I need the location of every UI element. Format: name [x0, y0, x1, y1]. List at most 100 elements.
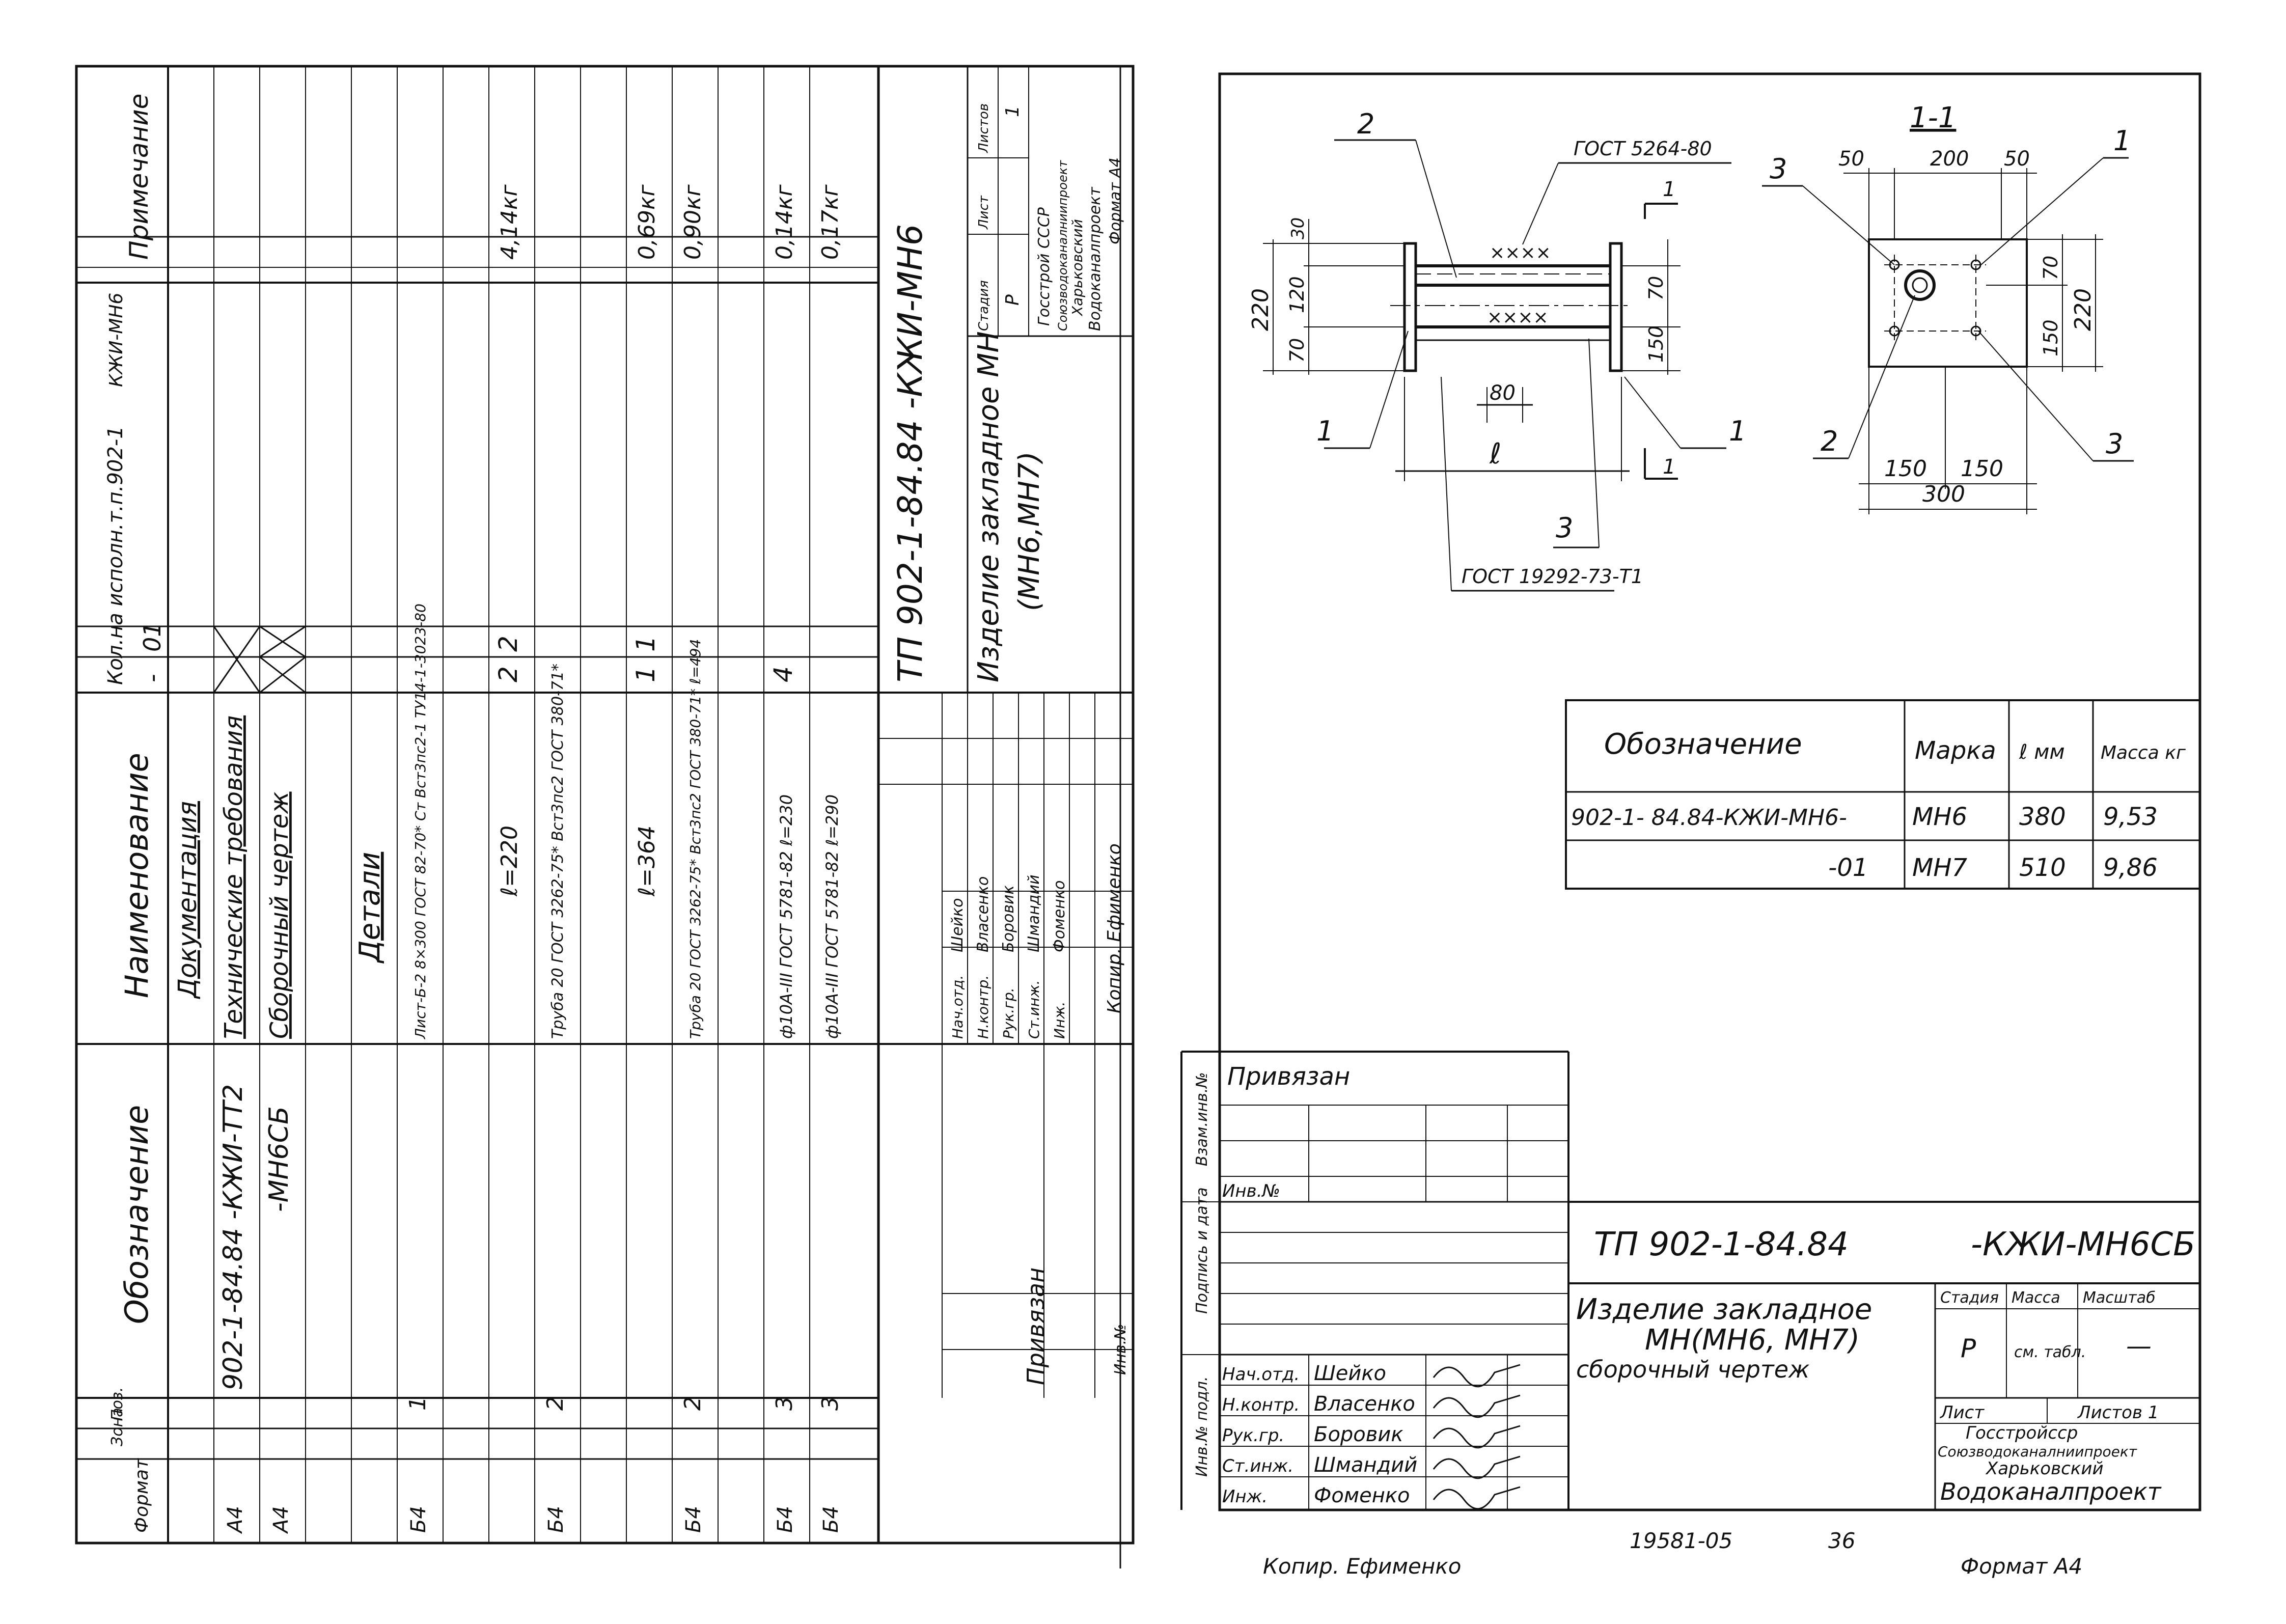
stamp-inv-no: Инв.№	[1222, 1181, 1280, 1201]
spec-org-4: Водоканалпроект	[1086, 186, 1104, 331]
spec-org-1: Госстрой СССР	[1035, 207, 1053, 326]
marks-header-mark: Марка	[1915, 736, 1996, 765]
pos-1-left-label: 1	[1316, 415, 1334, 447]
specification-sheet: Формат Зона Поз. Обозначение Наименовани…	[75, 65, 1135, 1545]
pos-3-front-label: 3	[1556, 512, 1573, 544]
sig-name: Шейко	[949, 898, 967, 952]
kzhi-col-label: КЖИ-МН6	[106, 293, 127, 387]
marks-cell: -01	[1828, 854, 1868, 882]
spec-name-1: Изделие закладное МН	[972, 331, 1005, 682]
sig-role: Ст.инж.	[1026, 980, 1042, 1039]
marks-header-mass: Масса кг	[2101, 742, 2186, 763]
r3-pos: 2	[680, 1396, 706, 1411]
front-view: ×××× ××××	[1390, 242, 1630, 372]
section-mark-bottom: 1	[1663, 455, 1675, 479]
marks-table: Обозначение Марка ℓ мм Масса кг 902-1- 8…	[1565, 699, 2201, 890]
stamp-code: ТП 902-1-84.84	[1594, 1226, 1849, 1263]
dim-70-left: 70	[1286, 338, 1308, 363]
stamp-mass-hdr: Масса	[2012, 1289, 2060, 1307]
qty-col-label: Кол.на исполн.т.п.902-1	[104, 426, 127, 685]
spec-sheets: 1	[1002, 105, 1023, 117]
stamp-title-1: Изделие закладное	[1576, 1293, 1872, 1326]
sig-name: Фоменко	[1051, 880, 1068, 952]
dim-150-bottom-right: 150	[1961, 456, 2003, 482]
dim-150-right: 150	[1645, 325, 1667, 363]
r2-pos: 2	[542, 1396, 568, 1411]
front-view-dimensions: 220 30 120 70 70 150 80 ℓ	[1248, 217, 1681, 481]
stamp-sheets: Листов 1	[2077, 1402, 2159, 1423]
variant-dash: -	[139, 674, 166, 682]
sig-name: Боровик	[1000, 885, 1017, 952]
pos-3-section-bottom: 3	[2106, 428, 2123, 460]
marks-cell: МН6	[1912, 803, 1967, 831]
r2-qty1: 1	[631, 666, 660, 682]
r2-qty2: 1	[631, 636, 660, 652]
spec-privyazan: Привязан	[1022, 1268, 1050, 1385]
sb-format: А4	[269, 1506, 293, 1534]
pos-2-label: 2	[1357, 108, 1374, 140]
dim-220-section: 220	[2070, 288, 2096, 331]
sig-name: Власенко	[1314, 1392, 1415, 1416]
marks-cell: 510	[2019, 854, 2066, 882]
zone-col-label: Зона	[108, 1408, 126, 1446]
stamp-org-4: Водоканалпроект	[1940, 1478, 2162, 1505]
stamp-title-2: МН(МН6, МН7)	[1645, 1324, 1860, 1357]
r1-qty1: 2	[493, 666, 523, 682]
dim-70-section: 70	[2040, 256, 2062, 280]
section-plate	[1868, 238, 2028, 368]
marks-cell: МН7	[1912, 854, 1968, 882]
section-mark-top: 1	[1663, 178, 1675, 201]
sig-role: Ст.инж.	[1222, 1456, 1293, 1476]
stamp-org-1: Госстройсср	[1966, 1423, 2078, 1443]
marks-header-designation: Обозначение	[1604, 728, 1802, 761]
attachment-grid: Привязан Инв.№ Взам.инв.№ Подпись и дата…	[1180, 1051, 1569, 1510]
weld-marks-bottom: ××××	[1487, 307, 1549, 328]
footer-format: Формат А4	[1961, 1554, 2082, 1579]
sig-role: Рук.гр.	[1222, 1425, 1284, 1446]
sig-name: Шейко	[1314, 1362, 1386, 1385]
stamp-stage-hdr: Стадия	[1940, 1289, 1999, 1307]
r3-format: Б4	[682, 1506, 705, 1533]
sig-role: Н.контр.	[975, 975, 991, 1039]
side-strip-2: Подпись и дата	[1193, 1188, 1211, 1314]
pos-1-section: 1	[2113, 125, 2131, 157]
r2b-name: ℓ=364	[634, 825, 660, 897]
stamp-scale-hdr: Масштаб	[2083, 1289, 2156, 1307]
section-title: 1-1	[1910, 101, 1956, 134]
spec-header: Формат Зона Поз. Обозначение Наименовани…	[104, 94, 166, 1533]
marks-cell: 9,53	[2103, 803, 2158, 831]
name-col-label: Наименование	[118, 753, 155, 998]
variant-01: 01	[139, 622, 166, 652]
dim-length: ℓ	[1489, 437, 1501, 471]
stamp-title-3: сборочный чертеж	[1576, 1356, 1810, 1383]
tt-format: А4	[224, 1506, 247, 1534]
dim-50-left: 50	[1838, 147, 1864, 171]
r1-name: Лист-Б-2 8×300 ГОСТ 82-70* Ст Вст3пс2-1 …	[412, 603, 429, 1039]
r5-note: 0,17кг	[817, 184, 843, 260]
sb-designation: -МН6СБ	[264, 1106, 294, 1212]
spec-code: ТП 902-1-84.84 -КЖИ-МН6	[891, 224, 930, 682]
spec-sheets-hdr: Листов	[976, 103, 991, 153]
footer-number: 19581-05	[1630, 1528, 1732, 1553]
dim-300: 300	[1922, 481, 1965, 507]
stamp-code-2: -КЖИ-МН6СБ	[1971, 1226, 2195, 1263]
r1-format: Б4	[407, 1506, 430, 1533]
pos-2-section: 2	[1821, 425, 1838, 457]
gost-weld-label: ГОСТ 5264-80	[1574, 137, 1712, 160]
stamp-signatures: Нач.отд. Шейко Н.контр. Власенко Рук.гр.…	[1220, 1355, 1568, 1510]
assembly-sheet: ×××× ×××× 220 30 120 70 70 150 80	[1180, 72, 2201, 1511]
marks-cell: 902-1- 84.84-КЖИ-МН6-	[1571, 805, 1847, 831]
spec-title-texts: ТП 902-1-84.84 -КЖИ-МН6 Изделие закладно…	[891, 103, 1130, 1385]
marks-cell: 9,86	[2103, 854, 2158, 882]
r3-note: 0,90кг	[680, 184, 706, 260]
spec-title-block	[878, 66, 1134, 1398]
spec-rows: Документация А4 902-1-84.84 -КЖИ-ТТ2 Тех…	[173, 184, 843, 1534]
weld-marks-top: ××××	[1490, 242, 1551, 263]
section-view: 1-1 50 200 50 7	[1762, 101, 2134, 514]
marks-header-length: ℓ мм	[2019, 740, 2065, 764]
stamp-scale: —	[2126, 1331, 2152, 1361]
r3-name: Труба 20 ГОСТ 3262-75* Вст3пс2 ГОСТ 380-…	[687, 639, 704, 1039]
r4-pos: 3	[772, 1396, 797, 1411]
docs-heading: Документация	[173, 801, 202, 999]
